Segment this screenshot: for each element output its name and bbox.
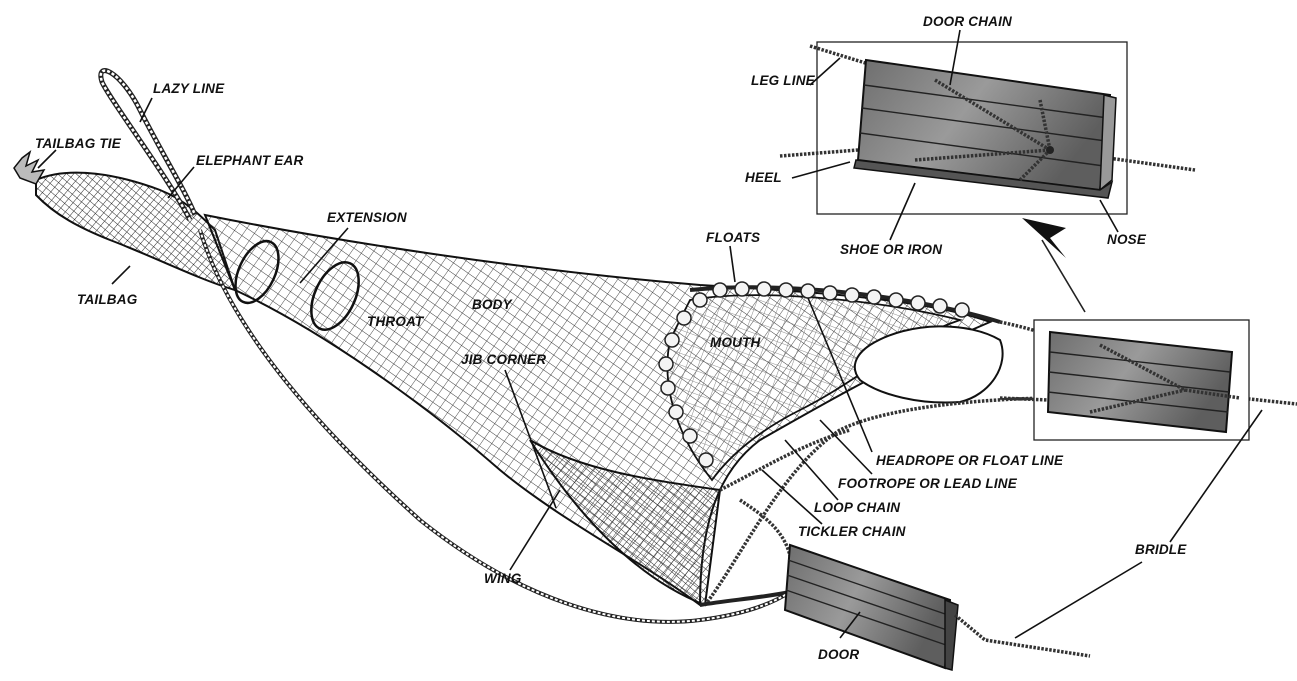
label-elephant-ear: ELEPHANT EAR (196, 153, 303, 168)
door-bottom-chain (955, 615, 1090, 656)
label-door: DOOR (818, 647, 859, 662)
label-footrope: FOOTROPE OR LEAD LINE (838, 476, 1018, 491)
float (955, 303, 969, 317)
float (683, 429, 697, 443)
float (713, 283, 727, 297)
float (845, 288, 859, 302)
float (911, 296, 925, 310)
label-headrope: HEADROPE OR FLOAT LINE (876, 453, 1064, 468)
label-mouth: MOUTH (710, 335, 761, 350)
label-jib-corner: JIB CORNER (461, 352, 546, 367)
label-bridle: BRIDLE (1135, 542, 1187, 557)
label-door-chain: DOOR CHAIN (923, 14, 1012, 29)
net-body (205, 215, 990, 605)
float (659, 357, 673, 371)
label-throat: THROAT (367, 314, 425, 329)
tailbag-tie-knot (14, 152, 44, 184)
door-bottom-shoe (945, 600, 958, 670)
float (699, 453, 713, 467)
float (779, 283, 793, 297)
label-tailbag: TAILBAG (77, 292, 138, 307)
label-wing: WING (484, 571, 522, 586)
inset-chain-hub (1046, 146, 1054, 154)
float (867, 290, 881, 304)
float (669, 405, 683, 419)
label-loop-chain: LOOP CHAIN (814, 500, 900, 515)
arrow-up-left-icon (1022, 218, 1066, 258)
label-tickler-chain: TICKLER CHAIN (798, 524, 906, 539)
label-heel: HEEL (745, 170, 782, 185)
label-tailbag-tie: TAILBAG TIE (35, 136, 122, 151)
float (661, 381, 675, 395)
label-nose: NOSE (1107, 232, 1147, 247)
float (735, 282, 749, 296)
float (757, 282, 771, 296)
float (801, 284, 815, 298)
float (823, 286, 837, 300)
callout-arrow-line (1042, 240, 1085, 312)
float (665, 333, 679, 347)
label-shoe-or-iron: SHOE OR IRON (840, 242, 942, 257)
label-extension: EXTENSION (327, 210, 407, 225)
label-floats: FLOATS (706, 230, 760, 245)
label-body: BODY (472, 297, 514, 312)
float (933, 299, 947, 313)
tailbag-shape (36, 173, 235, 290)
float (677, 311, 691, 325)
label-lazy-line: LAZY LINE (153, 81, 225, 96)
float (889, 293, 903, 307)
float (693, 293, 707, 307)
label-leg-line: LEG LINE (751, 73, 816, 88)
